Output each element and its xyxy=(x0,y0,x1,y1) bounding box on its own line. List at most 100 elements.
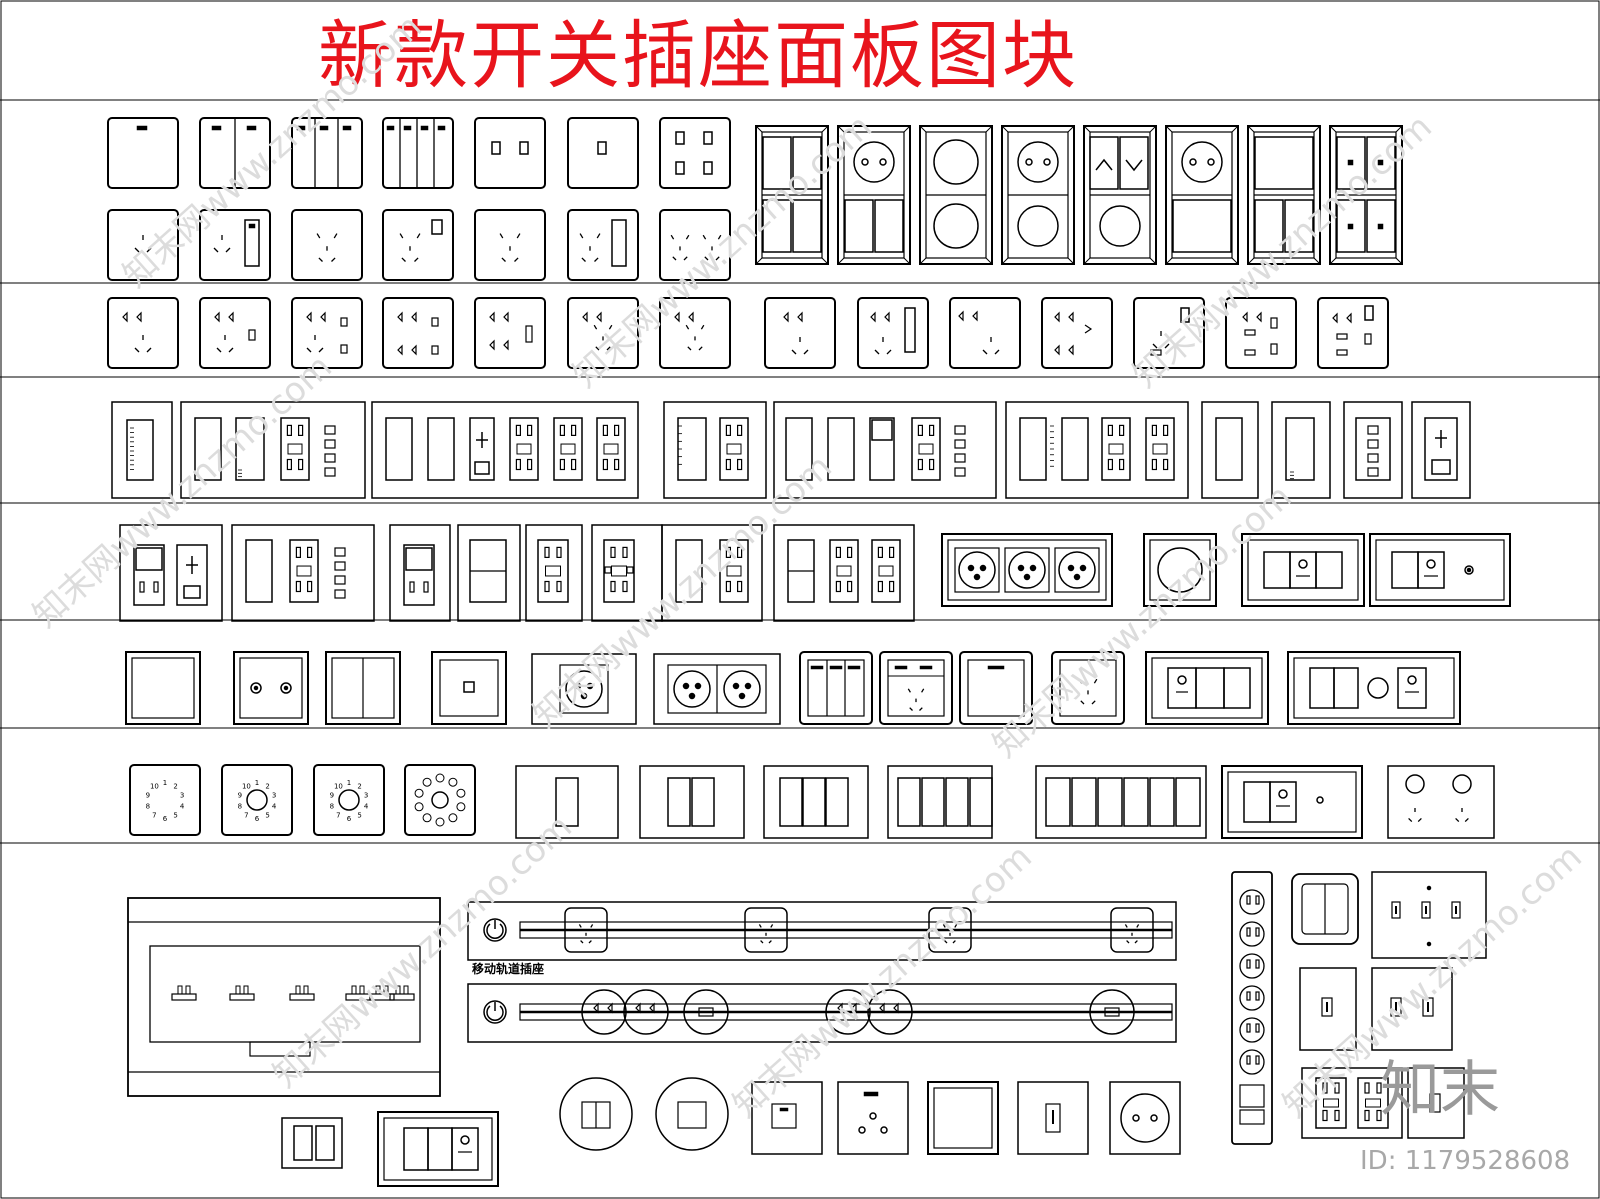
schuko-plate xyxy=(1109,1081,1181,1155)
socket-panel xyxy=(1041,297,1113,369)
socket-slot xyxy=(928,424,935,436)
rocker-window xyxy=(135,547,163,571)
reset-button xyxy=(878,565,894,577)
socket-pin xyxy=(397,344,417,356)
toggle-switch xyxy=(1429,1093,1441,1113)
socket-slot xyxy=(736,546,743,559)
socket-pin xyxy=(514,257,519,262)
socket-panel xyxy=(1133,297,1205,369)
outline xyxy=(403,985,409,995)
socket-slot xyxy=(610,580,616,593)
socket-slot xyxy=(295,580,301,593)
rocker-switch xyxy=(133,544,165,606)
dial-label: 8 xyxy=(146,803,150,811)
outline xyxy=(395,985,401,995)
socket-cell xyxy=(1315,551,1343,589)
socket-slot xyxy=(1270,343,1278,355)
rocker-switch xyxy=(779,777,803,827)
socket-slot xyxy=(1322,1109,1328,1122)
outline xyxy=(383,985,389,995)
circle xyxy=(1177,675,1187,685)
socket-panel xyxy=(382,297,454,369)
rocker-switch xyxy=(385,417,413,481)
circle xyxy=(880,1126,888,1134)
socket-slot xyxy=(409,581,415,593)
divider-line xyxy=(755,125,763,133)
socket-panel xyxy=(764,297,836,369)
power-button xyxy=(483,918,507,942)
indicator-dot xyxy=(248,223,256,229)
rocker-switch xyxy=(1284,199,1314,253)
socket-slot xyxy=(602,424,609,436)
rocker-switch xyxy=(691,777,715,827)
socket-pin xyxy=(1080,700,1085,705)
socket-5hole xyxy=(291,209,363,281)
outline xyxy=(375,985,381,995)
socket-slot xyxy=(622,580,628,593)
rocker-switch xyxy=(244,219,260,267)
divider-line xyxy=(1165,125,1173,133)
socket-pin xyxy=(870,311,890,323)
rocker-switch xyxy=(675,539,703,603)
socket-slot xyxy=(725,546,732,559)
reset-button xyxy=(1152,443,1168,455)
rocker-switch xyxy=(1391,551,1419,589)
mini-toggle xyxy=(675,161,685,175)
socket-pin xyxy=(921,688,925,693)
socket-slot xyxy=(613,424,620,436)
rocker-switch xyxy=(802,777,826,827)
divider-line xyxy=(985,257,993,265)
toggle-switch xyxy=(1451,901,1461,919)
mini-toggle xyxy=(1180,307,1190,323)
dial-label: 10 xyxy=(242,782,251,790)
blank-frame xyxy=(125,651,201,725)
tall-frame-outer xyxy=(919,125,993,265)
socket-slot xyxy=(570,458,577,471)
rounded-switch-plate xyxy=(1291,873,1359,945)
socket-slot xyxy=(431,345,439,355)
us-outlet xyxy=(289,539,319,603)
socket-slot xyxy=(736,580,743,593)
socket-pin xyxy=(1455,817,1460,823)
socket-pin xyxy=(1242,311,1262,323)
socket-slot xyxy=(1107,458,1114,471)
usb-port xyxy=(324,453,336,463)
socket-panel xyxy=(567,297,639,369)
toggle-switch xyxy=(1422,997,1434,1017)
socket-3pin-switch xyxy=(199,209,271,281)
us-plate-2 xyxy=(119,524,223,622)
reset-button xyxy=(545,565,561,577)
socket-pin xyxy=(489,311,509,323)
universal-socket-frame xyxy=(1241,533,1365,607)
mini-toggle xyxy=(703,161,713,175)
socket-pin xyxy=(1067,564,1075,572)
socket-slot xyxy=(525,325,533,343)
socket-slot xyxy=(1246,1023,1251,1033)
us-outlet xyxy=(1101,417,1131,481)
us-outlet xyxy=(1357,1077,1389,1129)
tv-socket xyxy=(1464,565,1474,575)
us-plate-gfci xyxy=(525,524,583,622)
circle xyxy=(283,685,289,691)
round-button xyxy=(1367,677,1389,699)
socket-cell xyxy=(559,664,609,714)
indicator-dot xyxy=(342,125,352,131)
dial-label: 4 xyxy=(272,803,277,811)
circle xyxy=(688,692,696,700)
breaker-switch xyxy=(171,993,197,1001)
shutter-down-button xyxy=(1119,136,1149,190)
socket-pin xyxy=(919,707,923,711)
french-socket xyxy=(958,551,996,589)
indicator-dot xyxy=(863,1091,879,1097)
outline xyxy=(1059,659,1117,717)
divider-line xyxy=(1329,125,1337,133)
switch-mini-2 xyxy=(474,117,546,189)
usb-port xyxy=(1367,439,1379,449)
rocker-switch xyxy=(1045,777,1071,827)
socket-pin xyxy=(770,924,774,928)
rocker-switch xyxy=(792,136,822,190)
switch-mini-1 xyxy=(567,117,639,189)
us-outlet xyxy=(509,417,539,481)
rocker-switch xyxy=(1175,777,1201,827)
usb-port xyxy=(324,439,336,449)
